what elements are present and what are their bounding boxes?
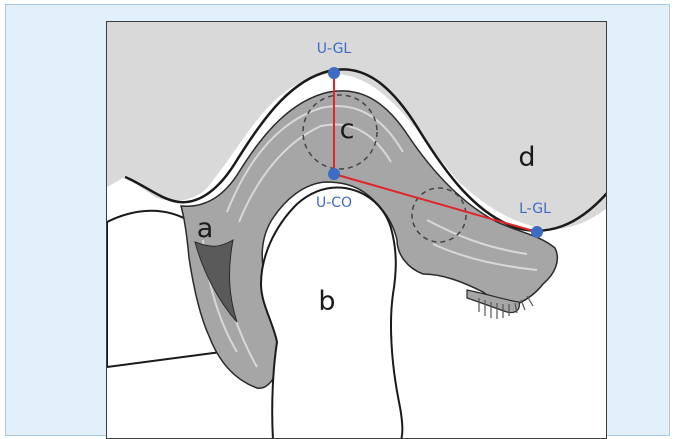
u-gl-point [328, 67, 340, 79]
l-gl-label: L-GL [519, 201, 551, 217]
l-gl-point [531, 226, 543, 238]
u-co-label: U-CO [316, 195, 352, 211]
u-gl-label: U-GL [317, 41, 352, 57]
region-a-label: a [197, 213, 214, 244]
figure-panel: U-GL U-CO L-GL a b c d [5, 4, 670, 436]
region-d-label: d [518, 142, 535, 173]
diagram-canvas: U-GL U-CO L-GL a b c d [107, 22, 607, 439]
region-c-label: c [340, 114, 355, 145]
u-co-point [328, 168, 340, 180]
region-b-label: b [318, 286, 335, 317]
tmj-diagram: U-GL U-CO L-GL a b c d [106, 21, 607, 439]
